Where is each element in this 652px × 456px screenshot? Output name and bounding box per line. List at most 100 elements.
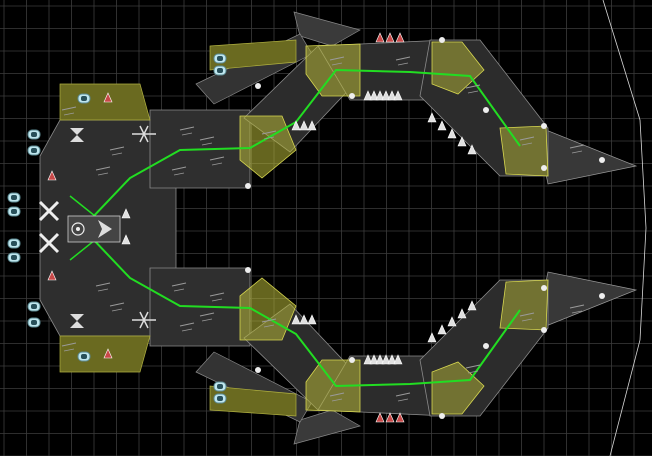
hull-panel-line [95, 282, 111, 287]
weapon-icon[interactable] [363, 354, 373, 365]
engine-core [11, 255, 17, 260]
weapon-icon[interactable] [393, 354, 403, 365]
weapon-icon[interactable] [385, 32, 395, 43]
reactor-core[interactable] [67, 215, 121, 243]
weapon-barrel [437, 324, 447, 335]
hull-panel-line [519, 312, 535, 317]
weapon-icon[interactable] [103, 92, 113, 103]
weapon-icon[interactable] [457, 136, 467, 147]
weapon-icon[interactable] [375, 354, 385, 365]
engine-icon[interactable] [77, 93, 91, 104]
weapon-icon[interactable] [121, 208, 131, 219]
weapon-icon[interactable] [47, 170, 57, 181]
weapon-barrel [437, 120, 447, 131]
weapon-icon[interactable] [299, 120, 309, 131]
engine-core [11, 195, 17, 200]
engine-icon[interactable] [77, 351, 91, 362]
weapon-icon[interactable] [393, 90, 403, 101]
hull-panel-line [109, 146, 125, 151]
weapon-icon[interactable] [437, 120, 447, 131]
maneuver-upper[interactable] [70, 128, 84, 142]
weapon-icon[interactable] [427, 112, 437, 123]
hull-panel-line [111, 308, 123, 312]
sensor-icon [132, 125, 156, 143]
hull-panel-line [201, 142, 213, 146]
weapon-icon[interactable] [385, 412, 395, 423]
weapon-icon[interactable] [395, 412, 405, 423]
weapon-icon[interactable] [307, 120, 317, 131]
hull-panel-line [97, 288, 109, 292]
weapon-icon[interactable] [375, 90, 385, 101]
player-ship[interactable] [7, 11, 638, 445]
weapon-icon[interactable] [381, 90, 391, 101]
engine-icon[interactable] [213, 381, 227, 392]
weapon-icon[interactable] [387, 354, 397, 365]
weapon-barrel [375, 90, 385, 101]
weapon-icon[interactable] [299, 314, 309, 325]
engine-icon[interactable] [7, 206, 21, 217]
engine-icon[interactable] [27, 301, 41, 312]
reactor-housing [67, 215, 121, 243]
engine-icon[interactable] [7, 252, 21, 263]
engine-icon[interactable] [213, 65, 227, 76]
weapon-icon[interactable] [427, 332, 437, 343]
weapon-barrel [375, 354, 385, 365]
hull-panel-line [263, 324, 275, 328]
engine-core [217, 384, 223, 389]
weapon-icon[interactable] [467, 144, 477, 155]
hull-panel-line [261, 318, 277, 323]
weapon-icon[interactable] [369, 90, 379, 101]
weapon-icon[interactable] [447, 128, 457, 139]
weapon-icon[interactable] [307, 314, 317, 325]
weapon-icon[interactable] [363, 90, 373, 101]
hull-panel-line [111, 152, 123, 156]
weapon-icon[interactable] [291, 314, 301, 325]
hull-panel-line [63, 112, 75, 116]
thruster-lower[interactable] [38, 232, 60, 254]
weapon-icon[interactable] [395, 32, 405, 43]
maneuver-lower[interactable] [70, 314, 84, 328]
weapon-icon[interactable] [375, 32, 385, 43]
weapon-barrel [369, 354, 379, 365]
weapon-icon[interactable] [103, 348, 113, 359]
sensor-lower[interactable] [132, 311, 156, 329]
engine-icon[interactable] [213, 393, 227, 404]
hull-panel-line [465, 364, 481, 369]
hull-panel-line [209, 292, 225, 297]
conduit-lower [89, 235, 521, 388]
hull-panel-line [181, 132, 193, 136]
thruster-upper[interactable] [38, 200, 60, 222]
weapon-icon[interactable] [381, 354, 391, 365]
armor-plate-upper-right [431, 41, 485, 95]
weapon-icon[interactable] [467, 300, 477, 311]
weapon-icon[interactable] [369, 354, 379, 365]
engine-icon[interactable] [7, 238, 21, 249]
weapon-barrel [381, 90, 391, 101]
weapon-icon[interactable] [387, 90, 397, 101]
hull-panel-line [519, 136, 535, 141]
engine-icon[interactable] [7, 192, 21, 203]
sensor-upper[interactable] [132, 125, 156, 143]
engine-icon[interactable] [27, 317, 41, 328]
engine-icon[interactable] [213, 53, 227, 64]
weapon-icon[interactable] [437, 324, 447, 335]
weapon-icon[interactable] [457, 308, 467, 319]
engine-icon[interactable] [27, 145, 41, 156]
hull-panel-line [61, 106, 77, 111]
sensor-icon [132, 311, 156, 329]
weapon-barrel [393, 90, 403, 101]
node-marker [599, 157, 605, 163]
engine-icon[interactable] [27, 129, 41, 140]
weapon-barrel [47, 170, 57, 181]
weapon-barrel [363, 90, 373, 101]
weapon-icon[interactable] [291, 120, 301, 131]
hull-panel-line [331, 398, 343, 402]
thruster-icon [38, 232, 60, 254]
node-marker [541, 285, 547, 291]
weapon-icon[interactable] [121, 234, 131, 245]
weapon-icon[interactable] [447, 316, 457, 327]
weapon-barrel [291, 120, 301, 131]
weapon-icon[interactable] [47, 270, 57, 281]
weapon-icon[interactable] [375, 412, 385, 423]
